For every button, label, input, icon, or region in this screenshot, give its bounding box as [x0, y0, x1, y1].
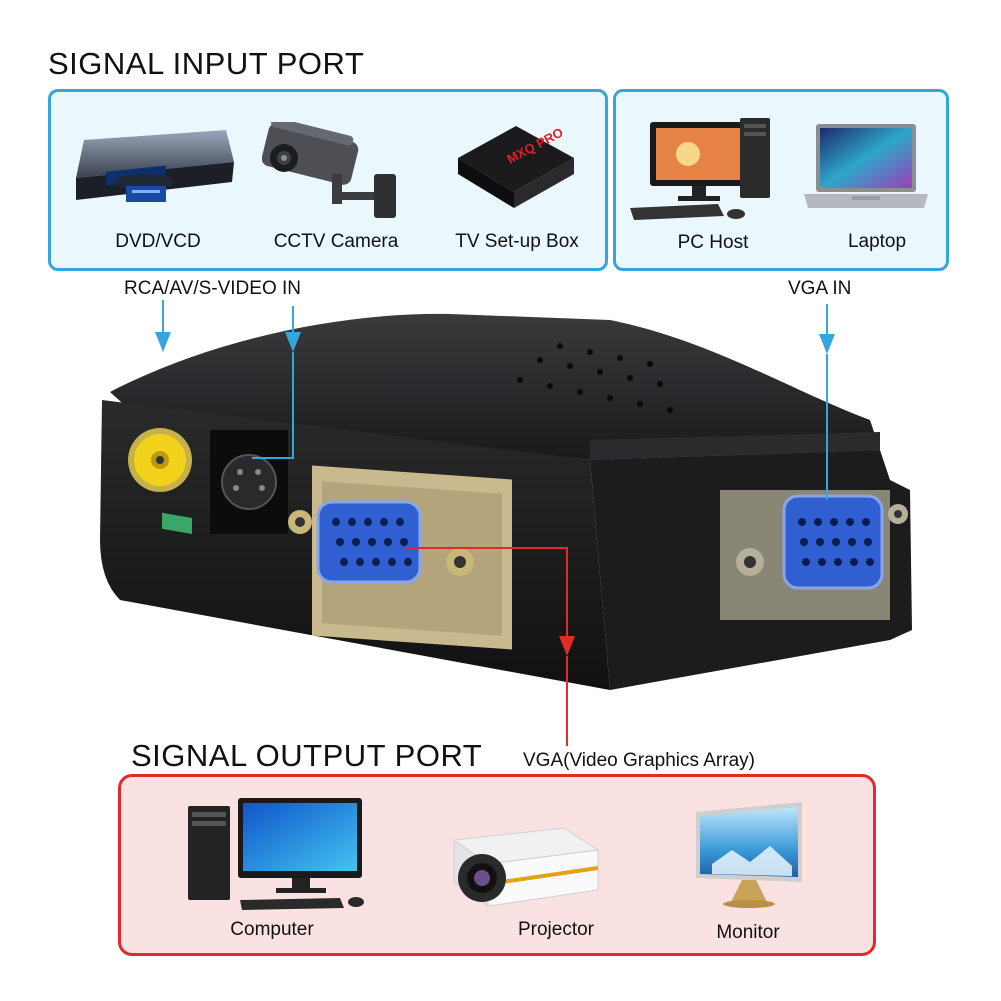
rca-arrow	[155, 300, 171, 352]
vga-in-label: VGA IN	[788, 278, 852, 299]
tv-box-icon: MXQ PRO	[458, 125, 574, 208]
device-label-pc-host: PC Host	[677, 232, 749, 253]
vga-converter-box	[100, 313, 912, 690]
vga-in-arrow	[819, 304, 835, 500]
device-label-cctv: CCTV Camera	[273, 231, 399, 252]
cctv-camera-icon	[262, 122, 396, 218]
device-label-projector: Projector	[517, 919, 595, 940]
input-heading: SIGNAL INPUT PORT	[48, 46, 365, 81]
computer-icon	[188, 798, 364, 910]
projector-icon	[452, 827, 600, 907]
rca-svideo-in-label: RCA/AV/S-VIDEO IN	[124, 278, 302, 299]
vga-out-arrow	[406, 547, 575, 746]
svideo-arrow	[252, 306, 301, 459]
device-label-computer: Computer	[230, 919, 314, 940]
laptop-icon	[804, 124, 928, 208]
device-label-tv-box: TV Set-up Box	[455, 231, 579, 252]
monitor-icon	[696, 802, 802, 908]
device-label-monitor: Monitor	[716, 922, 780, 943]
device-label-laptop: Laptop	[847, 231, 907, 252]
output-heading: SIGNAL OUTPUT PORT	[131, 738, 483, 773]
vga-out-label: VGA(Video Graphics Array)	[523, 750, 755, 771]
pc-host-icon	[630, 118, 770, 220]
device-label-dvd: DVD/VCD	[115, 231, 201, 252]
dvd-player-icon	[76, 130, 234, 202]
